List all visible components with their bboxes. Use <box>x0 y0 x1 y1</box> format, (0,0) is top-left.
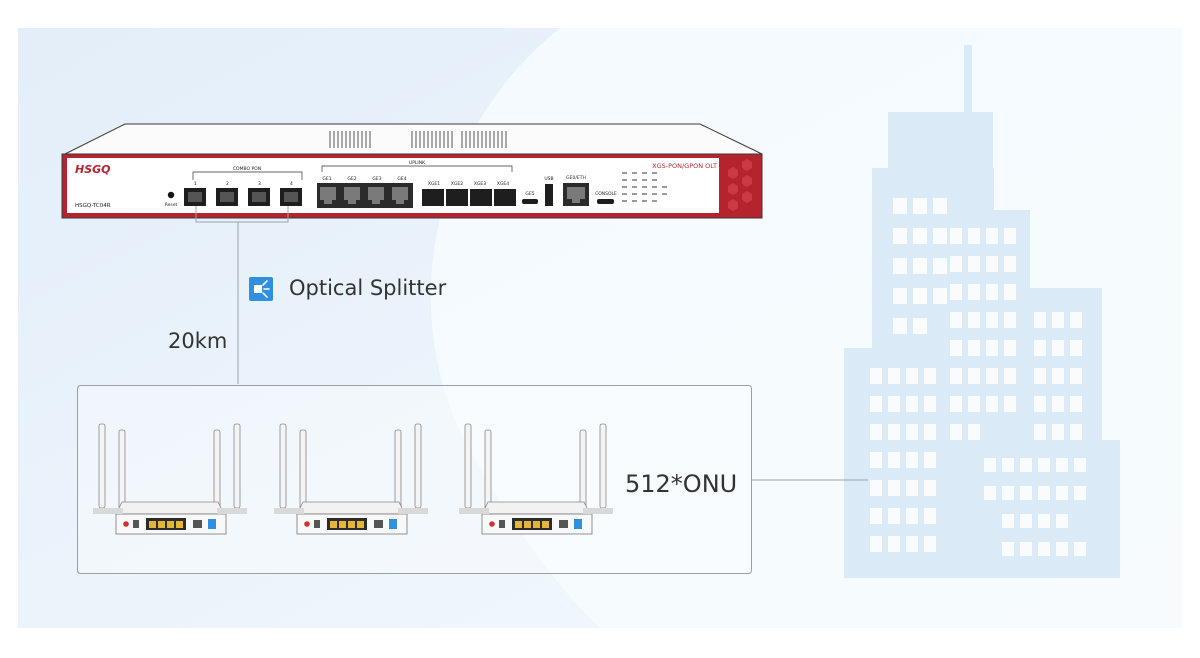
ge-ports <box>320 187 408 204</box>
onu-body-top <box>296 501 406 515</box>
onu-power-icon <box>304 521 310 527</box>
olt-top-face <box>64 123 763 155</box>
pon-port-label: 2 <box>226 181 229 187</box>
onu-device <box>459 423 613 535</box>
olt-model: HSGQ-TC04R <box>75 203 111 209</box>
olt-hex-pattern <box>728 159 752 211</box>
onu-antenna <box>599 423 607 509</box>
ge-port <box>320 187 336 204</box>
xge-port <box>470 189 492 206</box>
reset-button-icon <box>167 191 175 199</box>
optical-splitter-icon <box>249 277 273 301</box>
oob-port-socket <box>567 187 585 203</box>
onu-device <box>93 423 247 535</box>
xge-port <box>422 189 444 206</box>
pon-port-label: 3 <box>258 181 261 187</box>
pon-port-label: 1 <box>194 181 197 187</box>
onu-antenna <box>579 429 587 511</box>
uplink-bracket <box>321 165 513 172</box>
uplink-label: UPLINK <box>409 160 426 166</box>
xge-port-label: XGE3 <box>474 181 486 187</box>
olt-product-type: XGS-PON/GPON OLT <box>652 162 717 170</box>
combo-pon-bracket <box>192 171 303 180</box>
onu-count-label: 512*ONU <box>625 470 738 498</box>
onu-body-top <box>115 501 225 515</box>
ge-port-label: GE3 <box>372 176 381 182</box>
ge5-port <box>522 199 538 204</box>
console-port <box>597 199 614 204</box>
ge-port <box>392 187 408 204</box>
onu-antenna <box>414 423 422 509</box>
ge-port-label: GE2 <box>347 176 356 182</box>
onu-power-icon <box>489 521 495 527</box>
ge-port-label: GE1 <box>322 176 331 182</box>
xge-port-label: XGE2 <box>451 181 463 187</box>
onu-antenna <box>464 423 472 509</box>
olt-device: HSGQ HSGQ-TC04R XGS-PON/GPON OLT Reset C… <box>61 123 763 219</box>
ge-port <box>368 187 384 204</box>
ge-port <box>344 187 360 204</box>
ge-port-label: GE4 <box>397 176 406 182</box>
ge5-label: GE5 <box>525 191 534 197</box>
onu-antenna <box>98 423 106 509</box>
xge-ports <box>422 189 516 206</box>
combo-pon-label: COMBO PON <box>233 166 261 172</box>
fiber-lines <box>195 206 868 481</box>
onu-antenna <box>279 423 287 509</box>
console-label: CONSOLE <box>595 191 617 197</box>
onu-antenna <box>299 429 307 511</box>
onu-antenna <box>394 429 402 511</box>
onu-device <box>274 423 428 535</box>
usb-label: USB <box>544 176 553 182</box>
onu-body-top <box>481 501 591 515</box>
optical-splitter-label: Optical Splitter <box>289 276 447 300</box>
usb-port <box>545 184 553 206</box>
led-indicators <box>622 172 667 202</box>
olt-vent <box>329 131 507 148</box>
onu-antenna <box>233 423 241 509</box>
onu-antenna <box>484 429 492 511</box>
xge-port <box>446 189 468 206</box>
reset-label: Reset <box>165 202 178 208</box>
onu-antenna <box>118 429 126 511</box>
oob-label: GE0/ETH <box>566 175 586 181</box>
xge-port <box>494 189 516 206</box>
distance-label: 20km <box>168 329 228 353</box>
pon-port-label: 4 <box>290 181 293 187</box>
onu-power-icon <box>123 521 129 527</box>
xge-port-label: XGE1 <box>428 181 440 187</box>
building-windows <box>870 198 1086 556</box>
xge-port-label: XGE4 <box>497 181 509 187</box>
olt-brand: HSGQ <box>75 163 111 176</box>
onu-antenna <box>213 429 221 511</box>
